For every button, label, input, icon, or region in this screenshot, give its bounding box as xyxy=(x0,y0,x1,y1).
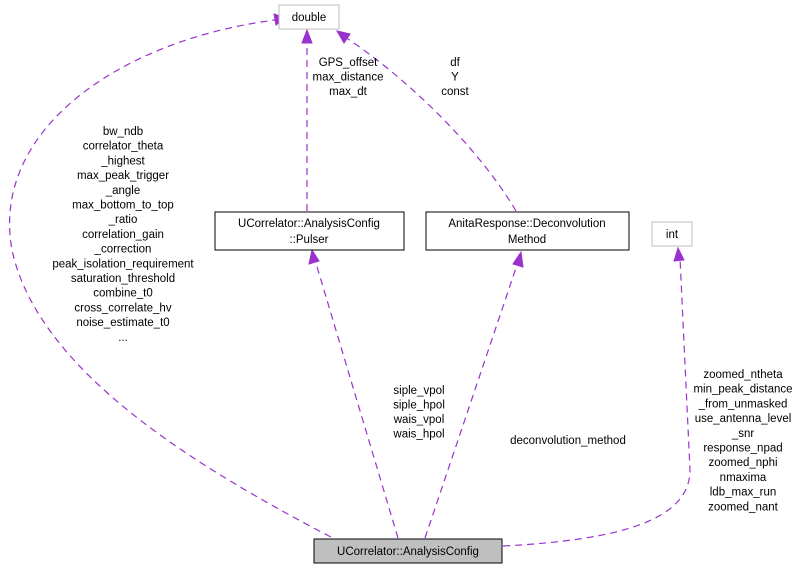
node-pulser[interactable]: UCorrelator::AnalysisConfig ::Pulser xyxy=(214,211,405,251)
edge-labels-main-int: zoomed_ntheta min_peak_distance _from_unma… xyxy=(693,369,792,513)
edge-label-left-double-8: _correction xyxy=(94,244,152,256)
edge-label-left-double-2: _highest xyxy=(100,155,145,167)
edge-label-left-double-13: noise_estimate_t0 xyxy=(76,317,169,329)
edge-label-main-int-1: min_peak_distance xyxy=(693,384,792,396)
node-double[interactable]: double xyxy=(278,4,340,30)
edge-main-to-double-left xyxy=(9,19,353,549)
arrow-pulser xyxy=(308,248,320,265)
node-int[interactable]: int xyxy=(651,221,693,247)
node-int-label: int xyxy=(666,229,679,241)
edge-label-main-int-6: zoomed_nphi xyxy=(708,457,777,469)
edge-label-left-double-1: correlator_theta xyxy=(83,141,164,153)
edge-label-main-pulser-3: wais_hpol xyxy=(392,429,444,441)
edge-label-main-int-3: use_antenna_level xyxy=(695,413,792,425)
edge-main-to-deconv xyxy=(424,261,519,539)
edge-label-deconv-double-1: Y xyxy=(451,72,459,84)
edge-main-to-pulser xyxy=(314,259,399,539)
arrow-double-pulser xyxy=(301,28,313,44)
node-pulser-label-2: ::Pulser xyxy=(290,234,329,246)
edge-label-pulser-double-0: GPS_offset xyxy=(319,57,378,69)
edge-labels-main-pulser: siple_vpol siple_hpol wais_vpol wais_hpol xyxy=(392,385,444,441)
node-deconv[interactable]: AnitaResponse::Deconvolution Method xyxy=(425,211,630,251)
edge-label-left-double-14: ... xyxy=(118,332,128,344)
edge-label-main-pulser-0: siple_vpol xyxy=(393,385,444,397)
edge-labels-main-deconv: deconvolution_method xyxy=(510,435,626,447)
edge-label-main-pulser-2: wais_vpol xyxy=(393,414,445,426)
edge-label-main-int-5: response_npad xyxy=(703,443,782,455)
node-pulser-label-1: UCorrelator::AnalysisConfig xyxy=(238,218,380,230)
edge-label-left-double-3: max_peak_trigger xyxy=(77,170,169,182)
edge-label-left-double-9: peak_isolation_requirement xyxy=(52,258,194,270)
edge-main-to-int xyxy=(502,257,691,547)
edge-label-deconv-double-0: df xyxy=(450,57,460,69)
edge-label-main-deconv-0: deconvolution_method xyxy=(510,435,626,447)
edge-label-left-double-12: cross_correlate_hv xyxy=(74,302,171,314)
edge-label-main-pulser-1: siple_hpol xyxy=(393,400,445,412)
edge-labels-pulser-double: GPS_offset max_distance max_dt xyxy=(313,57,384,98)
edge-deconv-to-double xyxy=(344,36,517,212)
node-main[interactable]: UCorrelator::AnalysisConfig xyxy=(313,538,503,564)
node-deconv-label-2: Method xyxy=(508,234,546,246)
edge-label-left-double-10: saturation_threshold xyxy=(71,273,175,285)
edge-label-main-int-8: ldb_max_run xyxy=(710,487,776,499)
arrow-double-deconv xyxy=(335,30,351,44)
edge-labels-left-double: bw_ndb correlator_theta _highest max_peak_t… xyxy=(52,126,194,344)
edge-label-main-int-0: zoomed_ntheta xyxy=(703,369,783,381)
edge-label-main-int-4: _snr xyxy=(731,428,755,440)
arrow-int xyxy=(673,246,685,262)
edge-label-main-int-9: zoomed_nant xyxy=(708,501,778,513)
edge-label-pulser-double-2: max_dt xyxy=(329,86,368,98)
node-deconv-label-1: AnitaResponse::Deconvolution xyxy=(448,218,605,230)
edge-label-left-double-11: combine_t0 xyxy=(93,288,152,300)
edge-label-left-double-5: max_bottom_to_top xyxy=(72,200,174,212)
edge-label-left-double-6: _ratio xyxy=(108,214,138,226)
edge-label-pulser-double-1: max_distance xyxy=(313,72,384,84)
arrow-deconv xyxy=(512,250,524,268)
edge-label-left-double-0: bw_ndb xyxy=(103,126,143,138)
edge-label-deconv-double-2: const xyxy=(441,86,469,98)
edge-label-main-int-7: nmaxima xyxy=(720,472,767,484)
node-double-label: double xyxy=(292,12,327,24)
edge-label-left-double-7: correlation_gain xyxy=(82,229,164,241)
edge-label-left-double-4: _angle xyxy=(105,185,141,197)
node-main-label: UCorrelator::AnalysisConfig xyxy=(337,546,479,558)
edge-label-main-int-2: _from_unmasked xyxy=(698,398,788,410)
